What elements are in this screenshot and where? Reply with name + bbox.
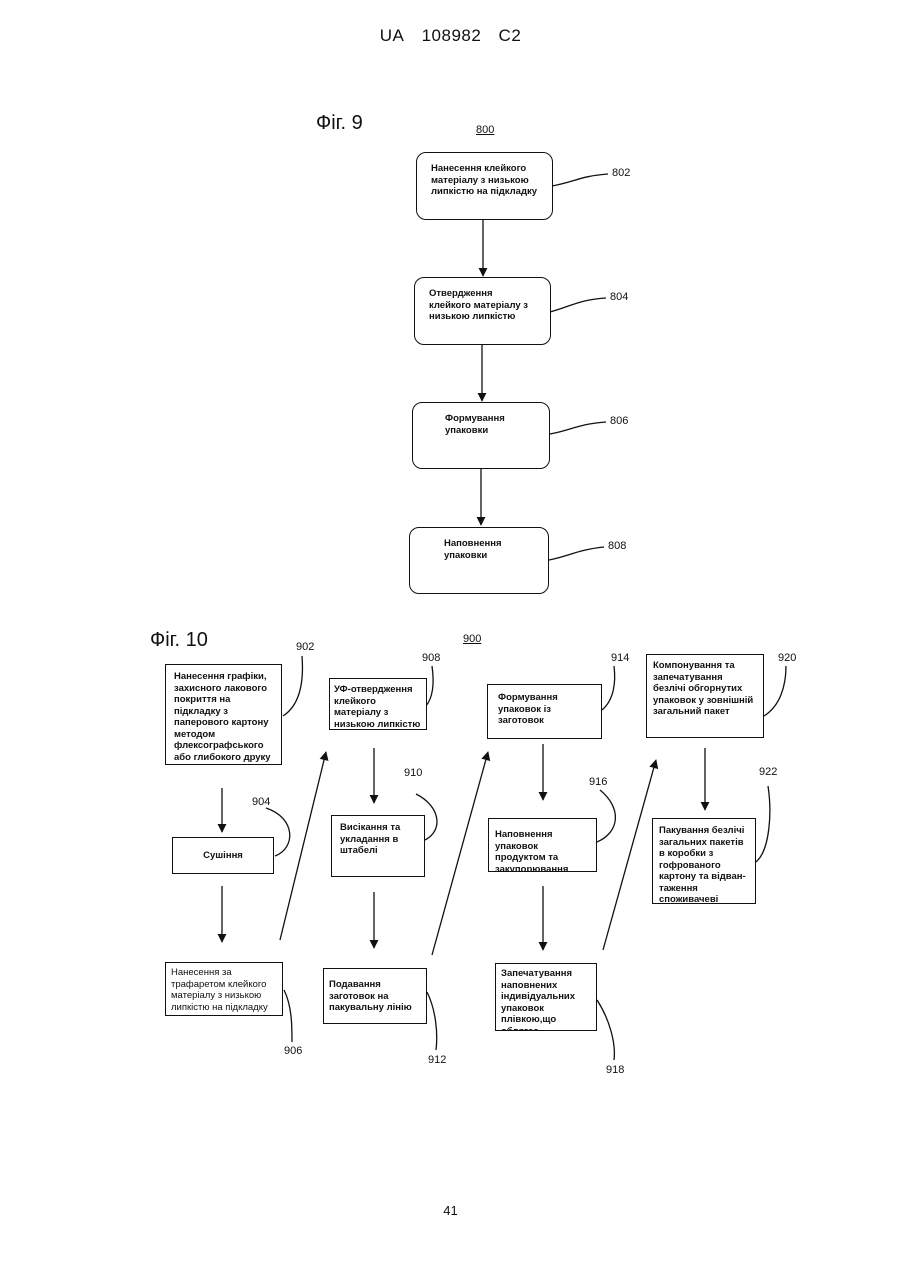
fig10-step-914-ref: 914 <box>611 652 629 664</box>
leader-918 <box>597 1000 614 1060</box>
leader-802 <box>552 174 608 186</box>
fig9-step-806: Формування упаковки <box>412 402 550 469</box>
fig10-step-920: Компонування та запечатування безлічі об… <box>646 654 764 738</box>
fig9-ref: 800 <box>476 124 494 136</box>
leader-906 <box>284 990 292 1042</box>
fig10-step-902-ref: 902 <box>296 641 314 653</box>
fig10-step-908: УФ-отвердження клейкого матеріалу з низь… <box>329 678 427 730</box>
fig10-step-922: Пакування безлічі загальних пакетів в ко… <box>652 818 756 904</box>
fig9-step-806-ref: 806 <box>610 415 628 427</box>
fig10-step-918: Запечатування наповнених індивідуальних … <box>495 963 597 1031</box>
fig10-step-910: Висікання та укладання в штабелі <box>331 815 425 877</box>
patent-header: UA 108982 C2 <box>0 26 901 46</box>
fig9-step-808: Наповнення упаковки <box>409 527 549 594</box>
leader-806 <box>550 422 606 434</box>
fig10-step-912-ref: 912 <box>428 1054 446 1066</box>
leader-902 <box>283 656 302 716</box>
arrow-906-908 <box>280 752 326 940</box>
fig10-step-910-ref: 910 <box>404 767 422 779</box>
fig9-step-802: Нанесення клейкого матеріалу з низькою л… <box>416 152 553 220</box>
fig10-step-914: Формування упаковок із заготовок <box>487 684 602 739</box>
leader-920 <box>764 666 786 716</box>
fig10-step-912: Подавання заготовок на пакувальну лінію <box>323 968 427 1024</box>
fig10-step-916-ref: 916 <box>589 776 607 788</box>
fig10-step-902: Нанесення графіки, захисного лакового по… <box>165 664 282 765</box>
page-number: 41 <box>0 1203 901 1218</box>
fig9-step-804: Отвердження клейкого матеріалу з низькою… <box>414 277 551 345</box>
patent-number: 108982 <box>422 26 482 45</box>
arrow-918-920 <box>603 760 656 950</box>
fig9-step-804-ref: 804 <box>610 291 628 303</box>
fig10-step-920-ref: 920 <box>778 652 796 664</box>
leader-922 <box>756 786 770 862</box>
leader-914 <box>602 666 615 710</box>
fig9-title: Фіг. 9 <box>316 112 363 135</box>
leader-916 <box>597 790 615 842</box>
fig10-step-904-ref: 904 <box>252 796 270 808</box>
fig10-step-908-ref: 908 <box>422 652 440 664</box>
fig10-step-918-ref: 918 <box>606 1064 624 1076</box>
leader-804 <box>550 298 606 312</box>
fig10-title: Фіг. 10 <box>150 629 208 652</box>
country-code: UA <box>380 26 405 45</box>
leader-808 <box>549 547 604 560</box>
fig10-step-904: Сушіння <box>172 837 274 874</box>
fig10-step-906-ref: 906 <box>284 1045 302 1057</box>
arrow-912-914 <box>432 752 488 955</box>
patent-kind: C2 <box>499 26 522 45</box>
fig9-step-808-ref: 808 <box>608 540 626 552</box>
fig10-step-922-ref: 922 <box>759 766 777 778</box>
fig9-step-802-ref: 802 <box>612 167 630 179</box>
fig10-ref: 900 <box>463 633 481 645</box>
fig10-step-906: Нанесення за трафаретом клейкого матеріа… <box>165 962 283 1016</box>
leader-908 <box>426 666 433 706</box>
leader-912 <box>427 992 437 1050</box>
fig10-step-916: Наповнення упаковок продуктом та закупор… <box>488 818 597 872</box>
